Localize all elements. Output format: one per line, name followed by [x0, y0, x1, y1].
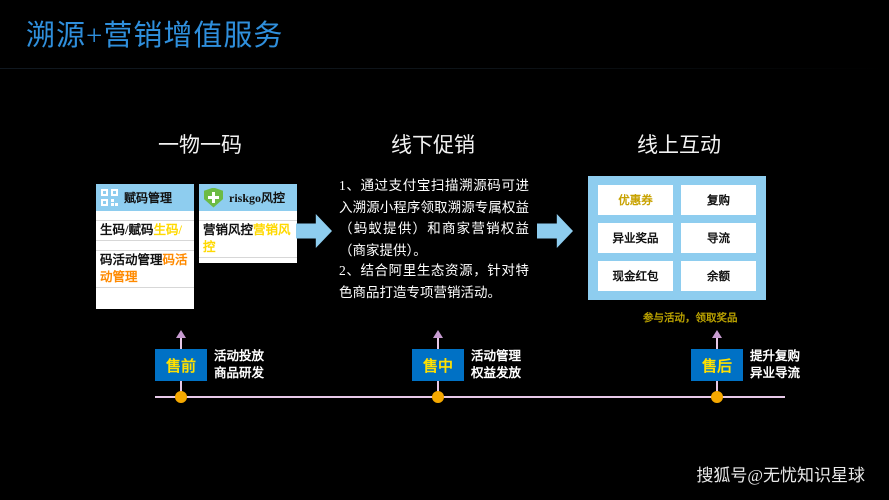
reward-cell-traffic[interactable]: 导流 — [681, 223, 756, 253]
card-riskgo: riskgo风控 营销风控营销风控 — [199, 184, 297, 263]
card-row: 码活动管理码活动管理 — [96, 250, 194, 288]
card-spacer — [96, 241, 194, 250]
timeline-dot — [711, 391, 723, 403]
arrow-right-icon — [296, 214, 332, 248]
card-row-accent: 营销风控 — [203, 223, 291, 254]
timeline-arrow-up-icon — [433, 330, 443, 338]
card-header: riskgo风控 — [199, 184, 297, 211]
paragraph-offline-promo-1: 1、通过支付宝扫描溯源码可进入溯源小程序领取溯源专属权益（蚂蚁提供）和商家营销权… — [339, 178, 529, 258]
card-row-accent: 码活动管理 — [100, 253, 188, 284]
card-row-accent: 生码/ — [153, 223, 182, 237]
reward-cell-cross-industry-prize[interactable]: 异业奖品 — [598, 223, 673, 253]
timeline-arrow-up-icon — [176, 330, 186, 338]
qr-code-icon — [101, 189, 118, 206]
timeline-caption-line: 权益发放 — [471, 366, 522, 380]
card-row-text: 码活动管理 — [100, 253, 163, 267]
card-spacer — [199, 211, 297, 220]
column-heading-traceability: 一物一码 — [158, 133, 242, 157]
shield-plus-icon — [204, 187, 223, 208]
card-body: 营销风控营销风控 — [199, 211, 297, 263]
timeline-caption-line: 提升复购 — [750, 349, 801, 363]
timeline-caption-line: 活动管理 — [471, 349, 522, 363]
card-header: 赋码管理 — [96, 184, 194, 211]
timeline-caption-in-sale: 活动管理 权益发放 — [471, 348, 521, 382]
watermark: 搜狐号@无忧知识星球 — [696, 466, 865, 485]
card-row-text: 营销风控 — [203, 223, 254, 237]
timeline-caption-line: 异业导流 — [750, 366, 801, 380]
card-row-text: 生码/赋码 — [100, 223, 154, 237]
timeline-dot — [175, 391, 187, 403]
column-heading-online-interaction: 线上互动 — [637, 133, 721, 157]
timeline-stage-after-sale[interactable]: 售后 — [691, 349, 743, 381]
timeline-arrow-up-icon — [712, 330, 722, 338]
card-header-label: 赋码管理 — [124, 191, 173, 205]
card-body: 生码/赋码生码/ 码活动管理码活动管理 — [96, 211, 194, 309]
card-header-label: riskgo风控 — [229, 191, 286, 205]
timeline-caption-after-sale: 提升复购 异业导流 — [750, 348, 800, 382]
paragraph-offline-promo-2: 2、结合阿里生态资源，针对特色商品打造专项营销活动。 — [339, 263, 529, 300]
card-spacer — [96, 211, 194, 220]
card-row: 营销风控营销风控 — [199, 220, 297, 258]
card-row: 生码/赋码生码/ — [96, 220, 194, 241]
timeline-axis — [155, 396, 785, 398]
rewards-panel: 优惠券 复购 异业奖品 导流 现金红包 余额 — [588, 176, 766, 300]
card-code-management: 赋码管理 生码/赋码生码/ 码活动管理码活动管理 — [96, 184, 194, 309]
reward-cell-repurchase[interactable]: 复购 — [681, 185, 756, 215]
timeline-caption-pre-sale: 活动投放 商品研发 — [214, 348, 264, 382]
card-spacer — [199, 258, 297, 267]
column-heading-offline-promo: 线下促销 — [391, 133, 475, 157]
timeline-stage-pre-sale[interactable]: 售前 — [155, 349, 207, 381]
rewards-panel-note: 参与活动，领取奖品 — [643, 313, 738, 324]
timeline-stage-in-sale[interactable]: 售中 — [412, 349, 464, 381]
timeline-caption-line: 活动投放 — [214, 349, 265, 363]
title-divider — [0, 68, 889, 69]
reward-cell-coupon[interactable]: 优惠券 — [598, 185, 673, 215]
card-spacer — [96, 288, 194, 297]
page-title: 溯源+营销增值服务 — [26, 20, 284, 52]
timeline-caption-line: 商品研发 — [214, 366, 265, 380]
reward-cell-cash-red-packet[interactable]: 现金红包 — [598, 261, 673, 291]
arrow-right-icon — [537, 214, 573, 248]
timeline-dot — [432, 391, 444, 403]
reward-cell-balance[interactable]: 余额 — [681, 261, 756, 291]
